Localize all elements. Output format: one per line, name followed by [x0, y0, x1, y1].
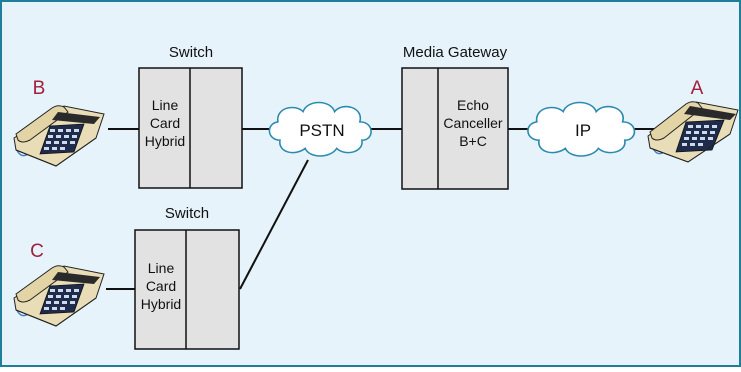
- switch-top-card-line2: Card: [150, 115, 180, 131]
- echo-canceller-line3: B+C: [459, 133, 487, 149]
- switch-top-card-line1: Line: [152, 97, 179, 113]
- ip-label: IP: [575, 121, 591, 140]
- switch-top-title: Switch: [169, 44, 213, 61]
- switch-top-card-line3: Hybrid: [145, 133, 185, 149]
- endpoint-label-a: A: [691, 78, 704, 99]
- endpoint-label-c: C: [30, 241, 44, 262]
- switch-bottom-card-line1: Line: [148, 260, 175, 276]
- gateway-box: [401, 67, 509, 190]
- switch-bottom-card-line2: Card: [146, 278, 176, 294]
- switch-bottom-title: Switch: [165, 205, 209, 222]
- media-gateway: Media Gateway Echo Canceller B+C: [401, 44, 509, 190]
- echo-canceller-line2: Canceller: [443, 115, 502, 131]
- echo-canceller-line1: Echo: [457, 97, 489, 113]
- switch-bottom: Switch Line Card Hybrid: [134, 205, 240, 350]
- switch-bottom-card-line3: Hybrid: [141, 296, 181, 312]
- gateway-title: Media Gateway: [403, 44, 508, 61]
- link-bottom-switch-to-pstn: [239, 159, 309, 290]
- switch-bottom-box: [134, 229, 240, 350]
- switch-top: Switch Line Card Hybrid: [138, 44, 243, 189]
- endpoint-label-b: B: [33, 78, 46, 99]
- pstn-label: PSTN: [299, 121, 344, 140]
- connection-lines: [106, 128, 670, 290]
